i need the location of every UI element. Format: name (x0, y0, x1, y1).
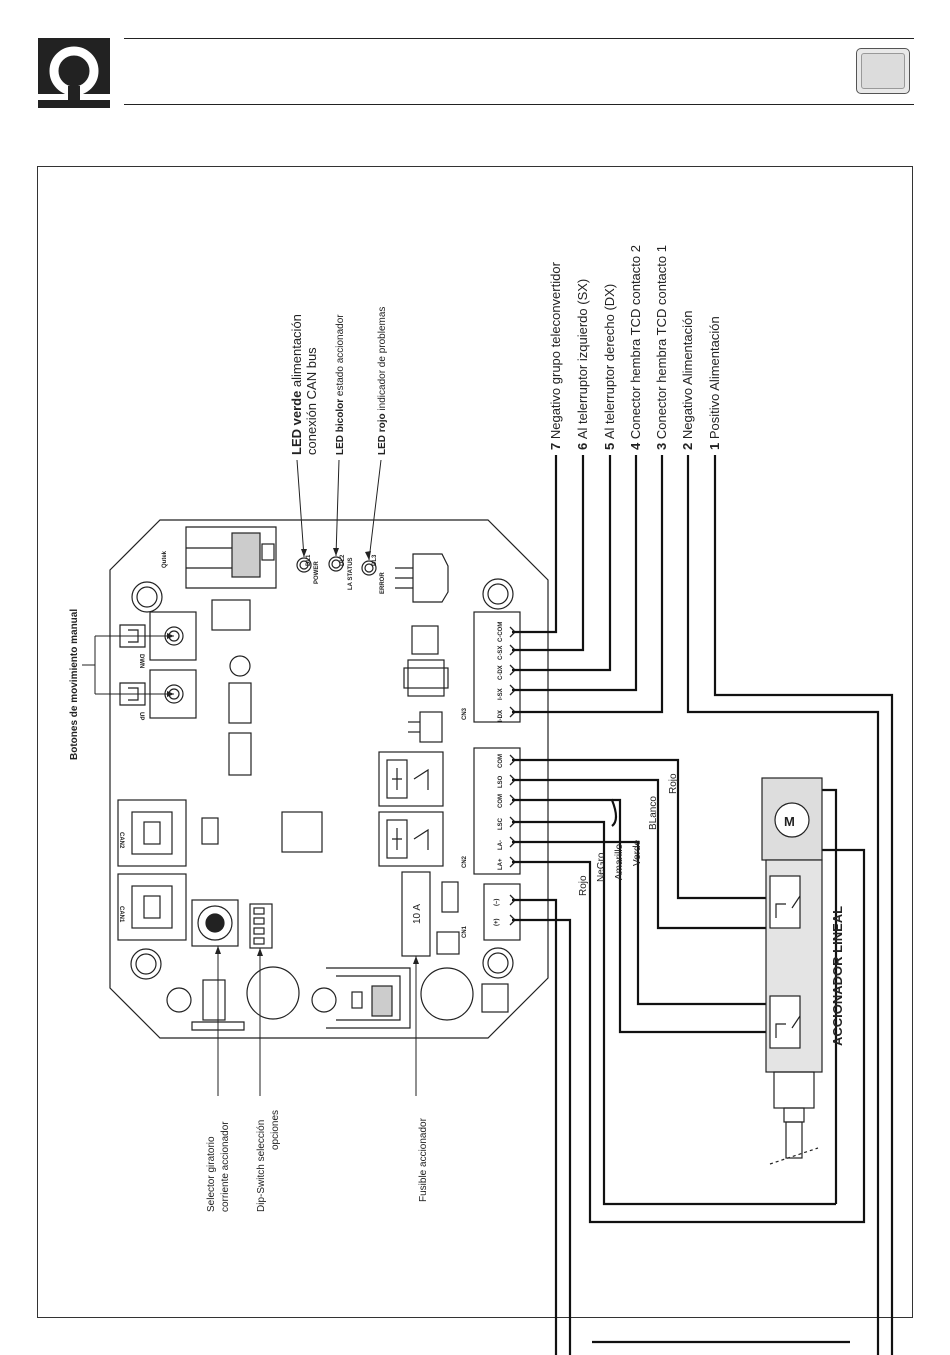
mounting-hole-br (482, 947, 514, 979)
connection-label: 4 Conector hembra TCD contacto 2 (628, 245, 643, 450)
dip-switch (249, 903, 273, 949)
selector-label-1: Selector giratorio (206, 1136, 217, 1212)
wire-4 (512, 455, 638, 692)
diagram-frame (37, 166, 913, 1318)
connection-label: 3 Conector hembra TCD contacto 1 (654, 245, 669, 450)
manual-buttons-label: Botones de movimiento manual (69, 609, 80, 760)
led-green-label: LED verde alimentación (289, 314, 304, 455)
cn3-terminal-label: C-COM (498, 622, 504, 642)
motor-label: M (784, 814, 795, 829)
mounting-hole-tr (482, 578, 514, 610)
cn2-text: CN2 (462, 855, 468, 868)
connection-label: 2 Negativo Alimentación (680, 311, 695, 450)
pos-text: (+) (494, 918, 500, 926)
wire-6 (512, 455, 585, 652)
wire-color-label: Amarillo (614, 843, 625, 880)
can2-connector (117, 799, 187, 867)
header-bottom-rule (124, 104, 914, 105)
dl1-text: DL1 (306, 554, 312, 566)
error-text: ERROR (380, 572, 386, 594)
cn3-block (473, 611, 521, 723)
wire-color-label: BLanco (648, 796, 659, 830)
wire-3 (512, 455, 664, 714)
dl3-text: DL3 (372, 554, 378, 566)
wire-1 (713, 455, 894, 1355)
cn2-terminal-label: LSC (498, 817, 504, 830)
cn2-terminal-label: LA+ (498, 858, 504, 870)
header-top-rule (124, 38, 914, 39)
dipswitch-label-2: opciones (270, 1110, 281, 1150)
led-bicolor-label: LED bicolor estado accionador (335, 314, 346, 455)
can1-connector (117, 873, 187, 941)
la-status-text: LA STATUS (348, 557, 354, 590)
wire-color-label: Rojo (668, 773, 679, 794)
cn3-text: CN3 (462, 707, 468, 720)
linear-actuator (761, 777, 823, 1165)
connection-label: 5 Al telerruptor derecho (DX) (602, 284, 617, 450)
led-power (296, 557, 312, 573)
led-status (328, 556, 344, 572)
wire-cn1-pos (512, 918, 572, 1355)
dwn-text: DWN (138, 654, 144, 668)
dl2-text: DL2 (340, 554, 346, 566)
actuator-label: ACCIONADOR LINEAL (830, 906, 845, 1046)
cn3-terminal-label: C-DX (498, 665, 504, 680)
wire-color-label: NeGro (596, 852, 607, 882)
fuse-value: 10 A (412, 904, 423, 924)
led-green-label-2: conexión CAN bus (304, 347, 319, 455)
can2-text: CAN2 (118, 832, 124, 849)
cn1-block (483, 883, 521, 941)
mounting-hole-tl (131, 581, 163, 613)
wire-color-label: Verde (632, 839, 643, 866)
connection-label: 6 Al telerruptor izquierdo (SX) (575, 279, 590, 450)
relay-1 (378, 751, 444, 807)
power-text: POWER (314, 561, 320, 584)
fuse-label: Fusible accionador (418, 1117, 429, 1202)
cn2-terminal-label: COM (498, 754, 504, 768)
pcb-outline (109, 519, 549, 1039)
mounting-hole-bl (130, 948, 162, 980)
wire-2 (686, 455, 880, 1355)
cn2-terminal-label: LSO (498, 775, 504, 788)
selector-label-2: corriente accionador (220, 1121, 231, 1212)
connection-label: 1 Positivo Alimentación (707, 316, 722, 450)
up-text: UP (138, 712, 144, 720)
cn2-terminal-label: LA- (498, 840, 504, 850)
cn3-terminal-label: C-SX (498, 646, 504, 660)
rotary-selector (191, 899, 239, 947)
relay-2 (378, 811, 444, 867)
connection-label: 7 Negativo grupo teleconvertidor (548, 261, 563, 450)
can1-text: CAN1 (118, 906, 124, 923)
led-error (361, 560, 377, 576)
brand-logo (38, 38, 110, 108)
dipswitch-label-1: Dip-Switch selección (256, 1120, 267, 1212)
brand-text: Qutek (162, 550, 168, 568)
wire-7 (512, 455, 558, 634)
cn1-text: CN1 (462, 925, 468, 938)
page-tab-box (856, 48, 910, 94)
cn3-terminal-label: I-SX (498, 688, 504, 700)
wire-cn1-neg (512, 898, 558, 1355)
wire-5 (512, 455, 612, 672)
led-red-label: LED rojo indicador de problemas (377, 307, 388, 455)
wire-color-label: Rojo (578, 875, 589, 896)
cn3-terminal-label: I-DX (498, 710, 504, 722)
neg-text: (–) (494, 899, 500, 906)
cn2-block (473, 747, 521, 875)
cn2-terminal-label: COM (498, 794, 504, 808)
